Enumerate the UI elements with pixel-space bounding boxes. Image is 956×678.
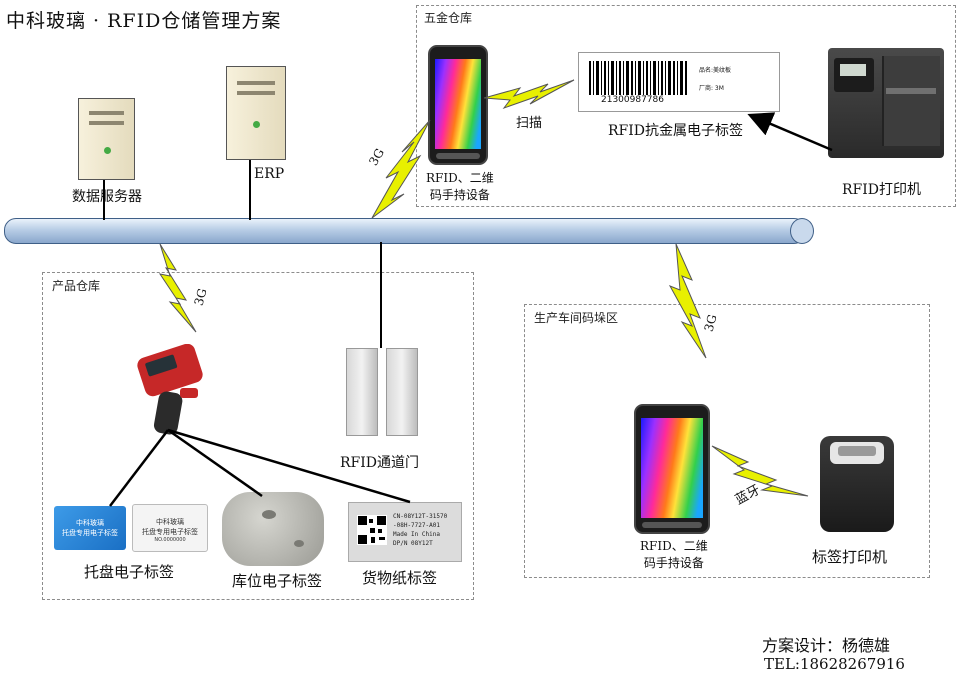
reader-to-location-line	[167, 428, 263, 498]
handheld-right-label: RFID、二维 码手持设备	[640, 539, 708, 570]
data-server-icon	[78, 98, 135, 180]
handheld-reader-gun-icon	[137, 344, 203, 435]
rfid-printer-icon	[828, 48, 944, 158]
handheld-device-top-icon	[428, 45, 488, 165]
pallet-tag-label: 托盘电子标签	[84, 563, 175, 581]
rfid-gate-right-panel	[386, 348, 418, 436]
data-server-label: 数据服务器	[72, 189, 142, 205]
page-title: 中科玻璃 · RFID仓储管理方案	[6, 10, 282, 32]
label-printer-label: 标签打印机	[812, 548, 888, 566]
scan-label: 扫描	[516, 116, 543, 131]
rfid-gate-label: RFID通道门	[340, 455, 420, 471]
lightning-bluetooth-icon	[711, 445, 809, 497]
lightning-3g-left-icon	[158, 243, 197, 333]
barcode-label-card: 21300987786 品名:美纹板 厂商: 3M	[578, 52, 780, 112]
rfid-metal-tag-label: RFID抗金属电子标签	[608, 123, 744, 139]
barcode-product-name: 品名:美纹板	[699, 67, 732, 74]
location-tag-label: 库位电子标签	[232, 572, 323, 590]
rfid-printer-label: RFID打印机	[842, 182, 922, 198]
zone-product-label: 产品仓库	[52, 279, 101, 293]
network-bus-end	[790, 218, 814, 244]
pallet-tag-blue-card: 中科玻璃 托盘专用电子标签	[54, 506, 126, 550]
erp-label: ERP	[254, 166, 285, 182]
zone-product-warehouse	[42, 272, 474, 600]
zone-production-label: 生产车间码垛区	[534, 311, 619, 325]
lightning-3g-top-icon	[371, 119, 431, 219]
contact-tel: TEL:18628267916	[764, 655, 905, 673]
rfid-gate-left-panel	[346, 348, 378, 436]
print-arrow	[747, 112, 833, 152]
lightning-scan-icon	[483, 79, 575, 110]
handheld-top-label: RFID、二维 码手持设备	[426, 171, 494, 202]
barcode-icon	[589, 61, 687, 95]
zone-production-area	[524, 304, 930, 578]
cargo-paper-tag-card: CN-08Y12T-31570 -08H-7727-A01 Made In Ch…	[348, 502, 462, 562]
barcode-vendor: 厂商: 3M	[699, 85, 724, 92]
lightning-3g-right-icon	[668, 243, 707, 359]
erp-server-icon	[226, 66, 286, 160]
reader-to-pallet-line	[109, 429, 169, 507]
barcode-number: 21300987786	[601, 95, 664, 105]
cargo-paper-tag-label: 货物纸标签	[362, 569, 438, 587]
zone-hardware-label: 五金仓库	[424, 11, 473, 25]
location-tag-icon	[222, 492, 324, 566]
qr-code-icon	[357, 515, 387, 545]
network-bus	[4, 218, 806, 244]
designer-credit: 方案设计：杨德雄	[762, 636, 891, 655]
pallet-tag-white-card: 中科玻璃 托盘专用电子标签 NO.0000000	[132, 504, 208, 552]
label-printer-icon	[820, 436, 894, 532]
reader-to-cargo-line	[167, 428, 411, 504]
handheld-device-right-icon	[634, 404, 710, 534]
